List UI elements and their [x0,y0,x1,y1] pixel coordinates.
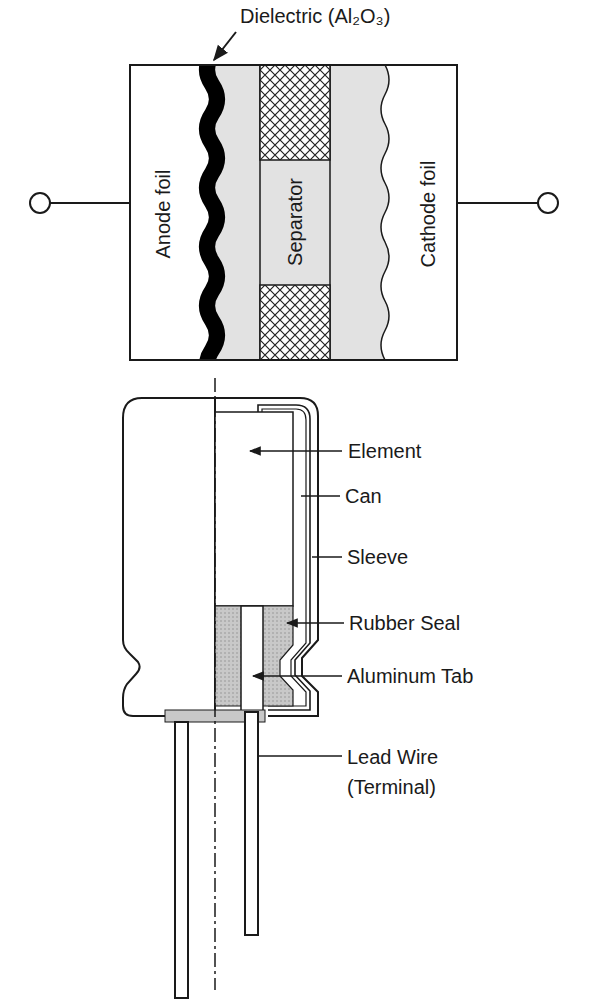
part-label: Can [345,482,382,510]
part-label: Cathode foil [414,161,442,268]
part-label: Sleeve [347,543,408,571]
part-label: Rubber Seal [349,609,460,637]
part-label: Separator [281,178,309,266]
part-label: Element [348,437,421,465]
part-label: Aluminum Tab [347,662,473,690]
leader-line [250,451,344,756]
capacitor-body [123,378,318,998]
part-label: Dielectric (Al₂O₃) [240,2,390,30]
part-label: Anode foil [149,170,177,259]
foil-section [130,65,457,360]
part-label: Lead Wire (Terminal) [347,742,465,802]
leader-line [214,32,236,60]
